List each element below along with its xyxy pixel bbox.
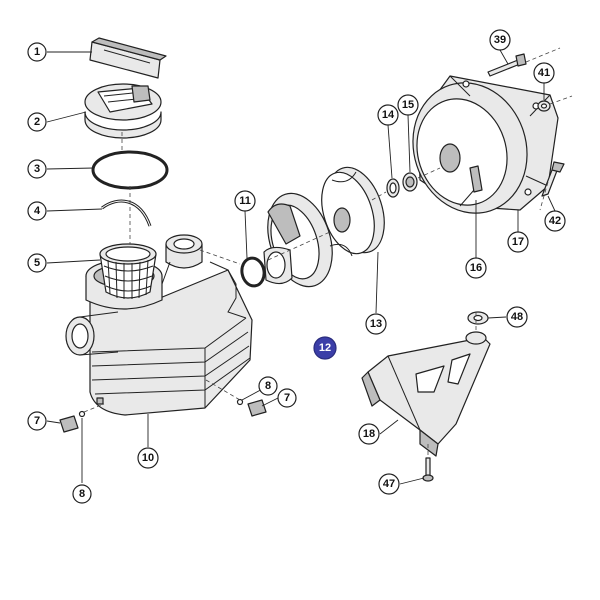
part-basket-clip [101,199,152,227]
svg-text:5: 5 [34,257,40,269]
part-handle-bar [89,37,167,79]
part-motor-support [361,331,491,457]
callout-17: 17 [507,231,529,253]
callout-11: 11 [234,190,256,212]
svg-text:41: 41 [538,67,550,79]
part-pump-housing [65,234,253,416]
svg-text:8: 8 [79,488,85,500]
callout-4: 4 [27,201,47,221]
svg-text:8: 8 [265,380,271,392]
callout-41: 41 [533,62,555,84]
callout-10: 10 [137,447,159,469]
svg-text:48: 48 [511,311,523,323]
svg-text:11: 11 [239,195,251,207]
part-strainer-basket [99,243,157,299]
callout-47: 47 [378,473,400,495]
svg-text:12: 12 [319,342,331,354]
part-diffuser [263,192,333,288]
svg-text:15: 15 [402,99,414,111]
callout-3: 3 [27,159,47,179]
callout-7-left: 7 [27,411,47,431]
callout-18: 18 [358,423,380,445]
part-seal-rotating [402,172,418,192]
part-screw-47 [422,457,434,482]
svg-text:18: 18 [363,428,375,440]
svg-text:1: 1 [34,46,40,58]
svg-text:3: 3 [34,163,40,175]
callout-48: 48 [506,306,528,328]
part-drain-plug-left [59,410,86,433]
svg-text:13: 13 [370,318,382,330]
callout-12-highlighted[interactable]: 12 [313,336,337,360]
svg-text:16: 16 [470,262,482,274]
svg-text:14: 14 [382,109,395,121]
callout-42: 42 [544,210,566,232]
part-drain-plug-right [236,398,267,417]
part-o-ring-lid [91,150,169,190]
svg-text:17: 17 [512,236,524,248]
part-washer-48 [467,311,489,325]
part-impeller [321,166,385,257]
part-lid [84,83,162,139]
svg-text:4: 4 [34,205,41,217]
callout-8-right: 8 [258,376,278,396]
callout-2: 2 [27,112,47,132]
callout-13: 13 [365,313,387,335]
part-bolt-top [487,53,527,77]
svg-text:7: 7 [284,392,290,404]
callout-16: 16 [465,257,487,279]
svg-text:2: 2 [34,116,40,128]
svg-text:39: 39 [494,34,506,46]
svg-text:10: 10 [142,452,154,464]
callout-14: 14 [377,104,399,126]
callout-5: 5 [27,253,47,273]
part-washer-41 [537,100,551,112]
svg-text:7: 7 [34,415,40,427]
part-seal-stationary [386,178,400,198]
callout-39: 39 [489,29,511,51]
part-seal-plate [412,75,559,214]
svg-text:47: 47 [383,478,395,490]
part-o-ring-diffuser [240,256,266,288]
callout-8-left: 8 [72,484,92,504]
callout-1: 1 [27,42,47,62]
callout-7-right: 7 [277,388,297,408]
svg-text:42: 42 [549,215,561,227]
callout-15: 15 [397,94,419,116]
